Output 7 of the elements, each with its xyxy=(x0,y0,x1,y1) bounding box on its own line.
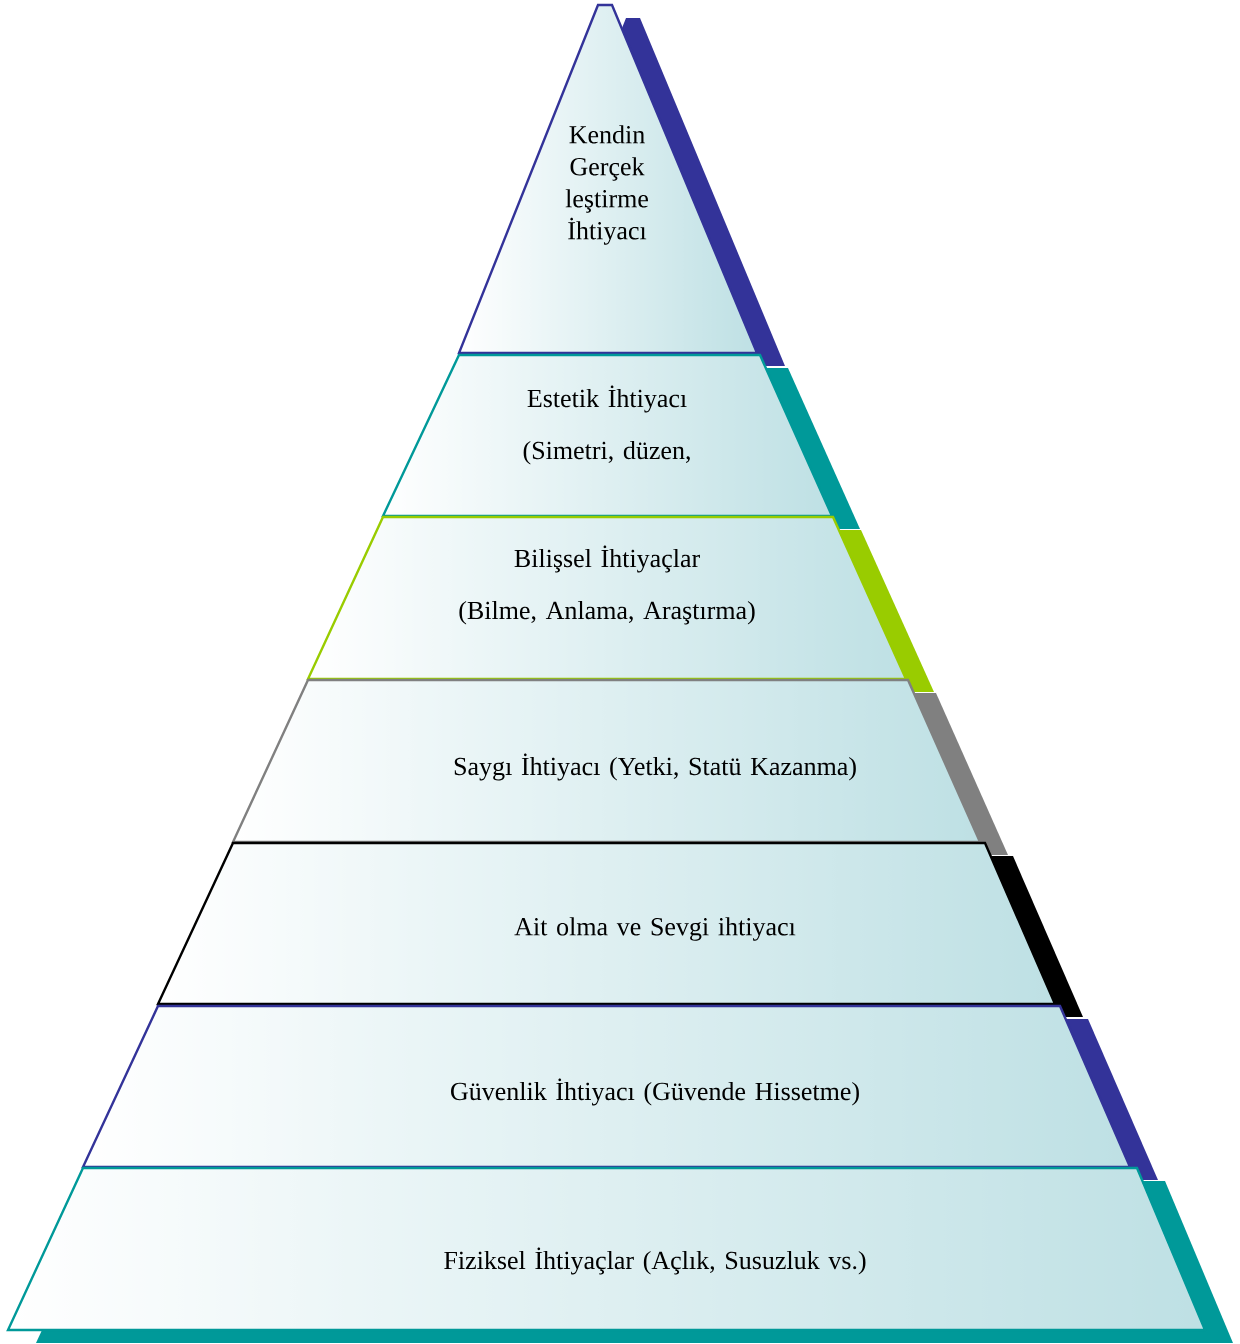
pyramid-level: Saygı İhtiyacı (Yetki, Statü Kazanma) xyxy=(231,678,982,844)
pyramid-level: Güvenlik İhtiyacı (Güvende Hissetme) xyxy=(81,1004,1132,1169)
pyramid-level: Fiziksel İhtiyaçlar (Açlık, Susuzluk vs.) xyxy=(6,1166,1207,1332)
pyramid-level: Estetik İhtiyacı (Simetri, düzen, xyxy=(381,353,834,518)
pyramid-level: Ait olma ve Sevgi ihtiyacı xyxy=(156,841,1057,1006)
pyramid-level: Kendin Gerçek leştirme İhtiyacı xyxy=(457,3,759,355)
pyramid-level: Bilişsel İhtiyaçlar (Bilme, Anlama, Araştırma) xyxy=(306,515,908,681)
